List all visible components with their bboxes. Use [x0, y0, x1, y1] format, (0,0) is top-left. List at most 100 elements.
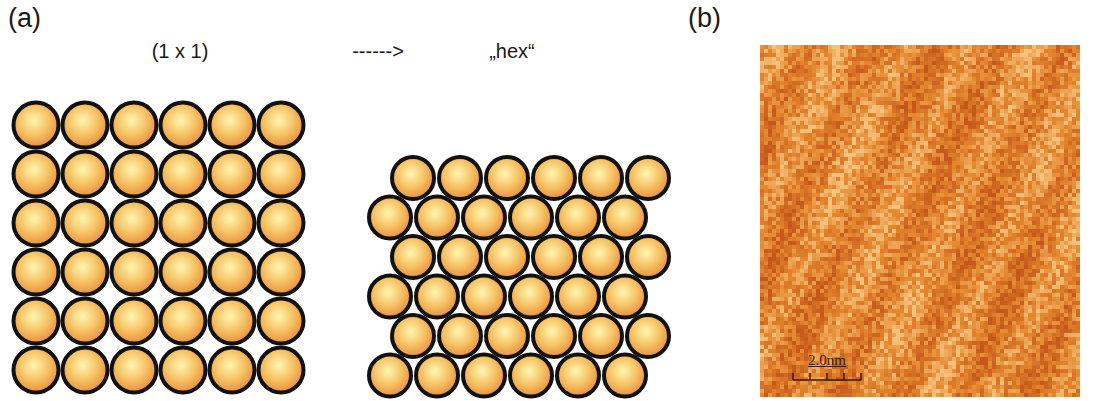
stm-pixel — [1076, 109, 1080, 113]
stm-pixel — [760, 65, 764, 69]
stm-pixel — [1024, 109, 1028, 113]
stm-pixel — [992, 129, 996, 133]
stm-pixel — [1052, 49, 1056, 53]
stm-pixel — [976, 85, 980, 89]
stm-pixel — [848, 129, 852, 133]
stm-pixel — [988, 77, 992, 81]
stm-pixel — [1032, 65, 1036, 69]
stm-pixel — [812, 105, 816, 109]
stm-pixel — [776, 57, 780, 61]
stm-pixel — [808, 121, 812, 125]
stm-pixel — [760, 101, 764, 105]
stm-pixel — [876, 125, 880, 129]
atom — [580, 236, 622, 278]
stm-pixel — [816, 117, 820, 121]
stm-pixel — [1056, 113, 1060, 117]
stm-pixel — [824, 81, 828, 85]
stm-pixel — [932, 93, 936, 97]
stm-pixel — [896, 113, 900, 117]
stm-pixel — [900, 85, 904, 89]
stm-pixel — [964, 57, 968, 61]
stm-pixel — [832, 125, 836, 129]
stm-pixel — [976, 129, 980, 133]
stm-pixel — [1064, 97, 1068, 101]
stm-pixel — [988, 97, 992, 101]
stm-pixel — [1044, 113, 1048, 117]
stm-pixel — [1040, 137, 1044, 141]
stm-pixel — [984, 61, 988, 65]
atom — [533, 236, 575, 278]
stm-pixel — [832, 69, 836, 73]
stm-pixel — [888, 53, 892, 57]
stm-pixel — [1044, 129, 1048, 133]
stm-pixel — [820, 97, 824, 101]
stm-pixel — [916, 117, 920, 121]
stm-pixel — [804, 113, 808, 117]
stm-pixel — [796, 105, 800, 109]
stm-pixel — [928, 121, 932, 125]
stm-pixel — [972, 137, 976, 141]
stm-pixel — [1004, 129, 1008, 133]
stm-pixel — [1024, 133, 1028, 137]
stm-pixel — [960, 69, 964, 73]
stm-pixel — [960, 113, 964, 117]
stm-pixel — [1056, 93, 1060, 97]
stm-pixel — [968, 81, 972, 85]
stm-pixel — [948, 101, 952, 105]
stm-pixel — [952, 73, 956, 77]
stm-pixel — [792, 57, 796, 61]
stm-pixel — [860, 97, 864, 101]
stm-pixel — [900, 73, 904, 77]
stm-pixel — [804, 53, 808, 57]
stm-pixel — [760, 49, 764, 53]
stm-pixel — [1072, 85, 1076, 89]
stm-pixel — [1028, 45, 1032, 49]
stm-pixel — [1072, 97, 1076, 101]
stm-pixel — [952, 101, 956, 105]
stm-pixel — [924, 105, 928, 109]
stm-pixel — [828, 101, 832, 105]
stm-pixel — [856, 105, 860, 109]
atom — [210, 103, 255, 148]
stm-pixel — [904, 109, 908, 113]
stm-pixel — [1008, 85, 1012, 89]
stm-pixel — [808, 69, 812, 73]
stm-pixel — [784, 85, 788, 89]
stm-pixel — [1036, 125, 1040, 129]
stm-pixel — [896, 61, 900, 65]
stm-pixel — [800, 133, 804, 137]
stm-pixel — [1024, 85, 1028, 89]
stm-pixel — [1016, 85, 1020, 89]
stm-pixel — [920, 121, 924, 125]
stm-pixel — [980, 89, 984, 93]
stm-pixel — [1020, 117, 1024, 121]
stm-pixel — [768, 65, 772, 69]
stm-pixel — [796, 77, 800, 81]
stm-pixel — [792, 137, 796, 141]
stm-pixel — [880, 57, 884, 61]
stm-pixel — [856, 121, 860, 125]
stm-pixel — [1028, 53, 1032, 57]
stm-pixel — [824, 57, 828, 61]
stm-pixel — [992, 137, 996, 141]
atom — [112, 103, 157, 148]
stm-pixel — [1048, 57, 1052, 61]
stm-pixel — [784, 113, 788, 117]
stm-pixel — [1004, 77, 1008, 81]
stm-pixel — [1024, 73, 1028, 77]
stm-pixel — [1016, 93, 1020, 97]
stm-pixel — [848, 121, 852, 125]
stm-pixel — [876, 117, 880, 121]
stm-pixel — [768, 45, 772, 49]
stm-pixel — [1044, 57, 1048, 61]
stm-pixel — [916, 89, 920, 93]
stm-pixel — [1036, 129, 1040, 133]
stm-pixel — [916, 77, 920, 81]
stm-pixel — [1036, 53, 1040, 57]
stm-pixel — [948, 73, 952, 77]
stm-pixel — [1068, 117, 1072, 121]
stm-pixel — [1072, 89, 1076, 93]
stm-pixel — [880, 97, 884, 101]
stm-pixel — [812, 97, 816, 101]
stm-pixel — [908, 53, 912, 57]
